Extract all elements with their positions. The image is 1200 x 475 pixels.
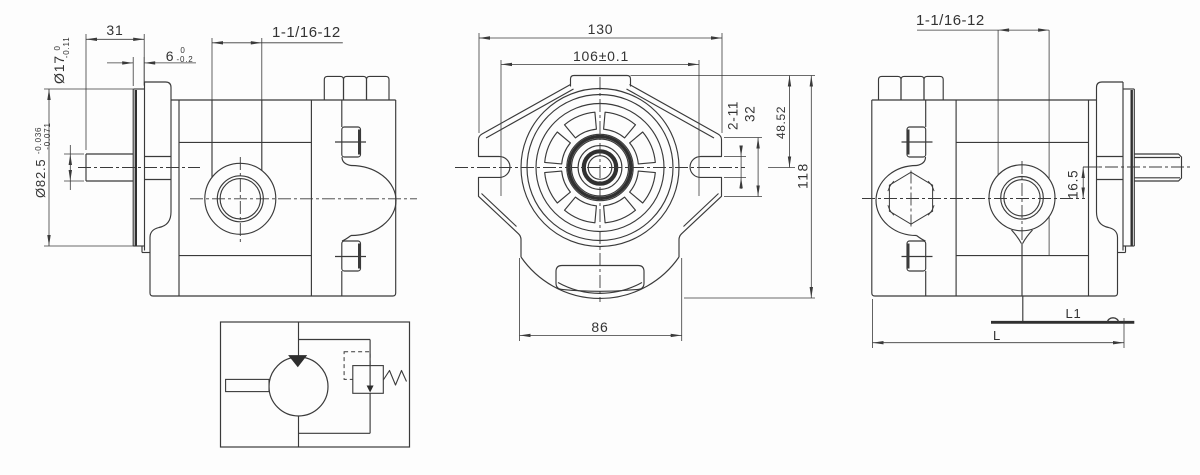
svg-text:L1: L1 xyxy=(1065,306,1081,321)
svg-text:Ø82.5 -0.036-0.071: Ø82.5 -0.036-0.071 xyxy=(33,122,52,198)
svg-text:130: 130 xyxy=(588,21,614,37)
svg-text:1-1/16-12: 1-1/16-12 xyxy=(916,12,985,29)
svg-text:16.5: 16.5 xyxy=(1066,170,1081,199)
svg-text:86: 86 xyxy=(591,319,608,335)
svg-text:-0.2: -0.2 xyxy=(177,55,194,64)
svg-text:6: 6 xyxy=(166,48,175,64)
svg-text:Ø17 0-0.11: Ø17 0-0.11 xyxy=(51,37,71,84)
svg-text:1-1/16-12: 1-1/16-12 xyxy=(272,24,341,41)
svg-text:2-11: 2-11 xyxy=(726,101,741,130)
svg-text:32: 32 xyxy=(743,105,758,122)
svg-text:106±0.1: 106±0.1 xyxy=(573,48,629,64)
svg-text:31: 31 xyxy=(106,22,123,38)
svg-text:118: 118 xyxy=(795,162,811,189)
svg-text:48.52: 48.52 xyxy=(774,106,788,139)
svg-text:L: L xyxy=(993,328,1001,343)
svg-text:0: 0 xyxy=(180,46,185,55)
